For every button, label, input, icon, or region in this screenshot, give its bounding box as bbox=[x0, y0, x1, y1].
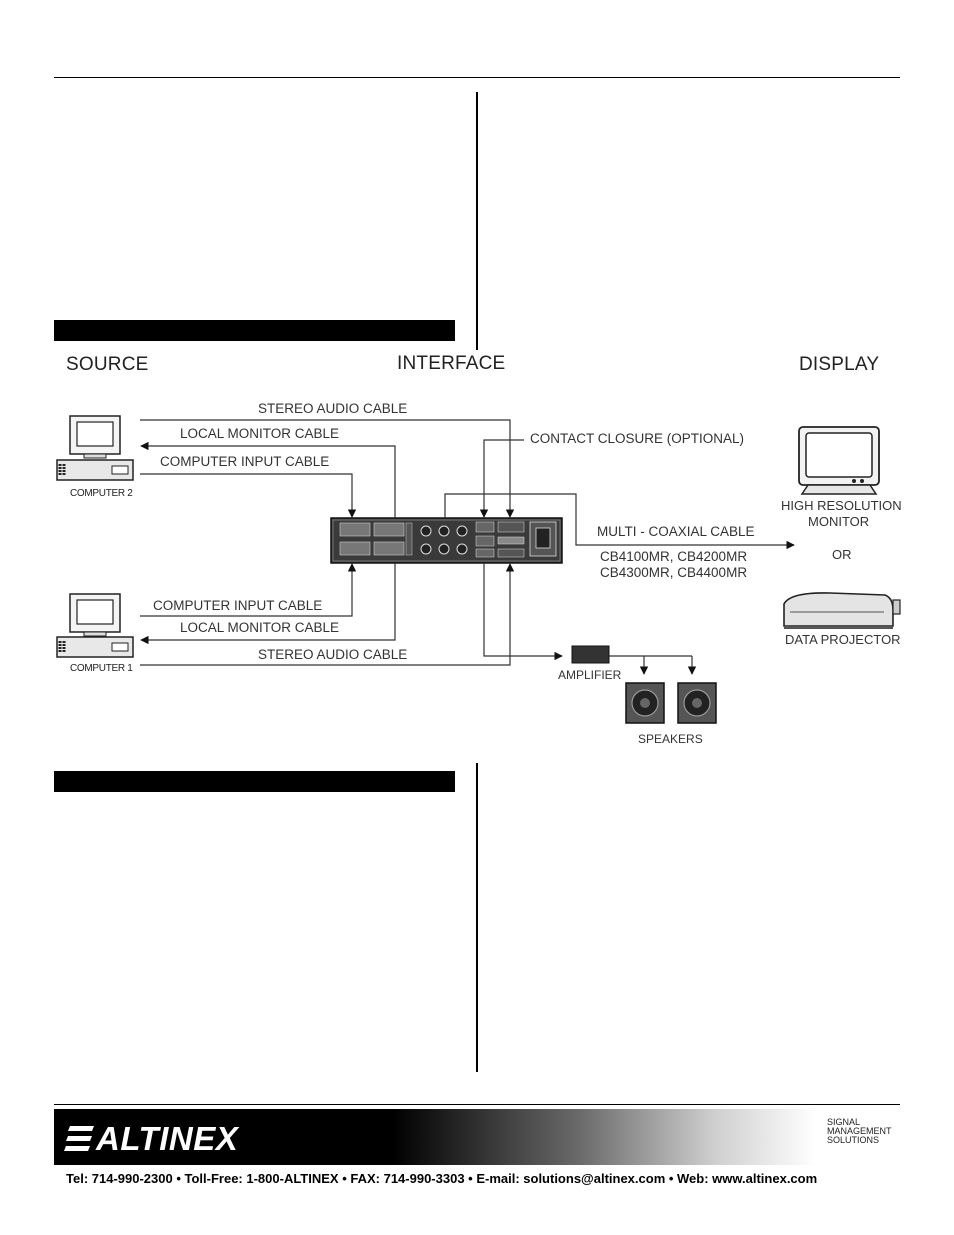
projector-icon bbox=[783, 592, 901, 629]
or-label: OR bbox=[832, 547, 852, 562]
column-divider-top bbox=[476, 92, 478, 350]
footer-banner bbox=[54, 1109, 901, 1165]
signal-management-solutions-logo: SIGNAL MANAGEMENT SOLUTIONS bbox=[827, 1118, 892, 1145]
display-header: DISPLAY bbox=[799, 354, 880, 375]
cable-models-line-1: CB4100MR, CB4200MR bbox=[600, 549, 748, 564]
monitor-label-line-2: MONITOR bbox=[808, 514, 870, 529]
computer-1-label: COMPUTER 1 bbox=[70, 663, 133, 674]
interface-header: INTERFACE bbox=[397, 353, 506, 374]
altinex-logo: ALTINEX bbox=[96, 1120, 239, 1157]
contact-line: Tel: 714-990-2300 • Toll-Free: 1-800-ALT… bbox=[66, 1171, 818, 1186]
logo-bars-icon bbox=[64, 1126, 94, 1151]
footer-rule bbox=[54, 1104, 900, 1105]
multi-coaxial-cable-label: MULTI - COAXIAL CABLE bbox=[597, 524, 755, 539]
sms-line-1: SIGNAL bbox=[827, 1117, 861, 1127]
amplifier-icon bbox=[571, 645, 610, 664]
speakers-label: SPEAKERS bbox=[638, 732, 703, 746]
data-projector-label: DATA PROJECTOR bbox=[785, 632, 901, 647]
interface-unit-icon bbox=[330, 517, 563, 564]
monitor-label-line-1: HIGH RESOLUTION bbox=[781, 498, 902, 513]
top-rule bbox=[54, 77, 900, 78]
source-header: SOURCE bbox=[66, 354, 149, 375]
section-bar-top bbox=[54, 320, 455, 341]
cable-models-line-2: CB4300MR, CB4400MR bbox=[600, 565, 748, 580]
section-bar-bottom bbox=[54, 771, 455, 792]
computer-2-icon bbox=[56, 415, 134, 481]
local-monitor-cable-bottom-label: LOCAL MONITOR CABLE bbox=[180, 620, 340, 635]
stereo-audio-cable-bottom-label: STEREO AUDIO CABLE bbox=[258, 647, 408, 662]
stereo-audio-cable-top-label: STEREO AUDIO CABLE bbox=[258, 401, 408, 416]
sms-line-2: MANAGEMENT bbox=[827, 1126, 892, 1136]
computer-1-icon bbox=[56, 593, 134, 658]
amplifier-label: AMPLIFIER bbox=[558, 668, 622, 682]
monitor-icon bbox=[798, 426, 880, 495]
computer-2-label: COMPUTER 2 bbox=[70, 488, 133, 499]
speakers-icon bbox=[625, 682, 717, 724]
local-monitor-cable-top-label: LOCAL MONITOR CABLE bbox=[180, 426, 340, 441]
computer-input-cable-top-label: COMPUTER INPUT CABLE bbox=[160, 454, 330, 469]
column-divider-bottom bbox=[476, 763, 478, 1072]
sms-line-3: SOLUTIONS bbox=[827, 1135, 880, 1145]
contact-closure-label: CONTACT CLOSURE (OPTIONAL) bbox=[530, 431, 745, 446]
computer-input-cable-bottom-label: COMPUTER INPUT CABLE bbox=[153, 598, 323, 613]
